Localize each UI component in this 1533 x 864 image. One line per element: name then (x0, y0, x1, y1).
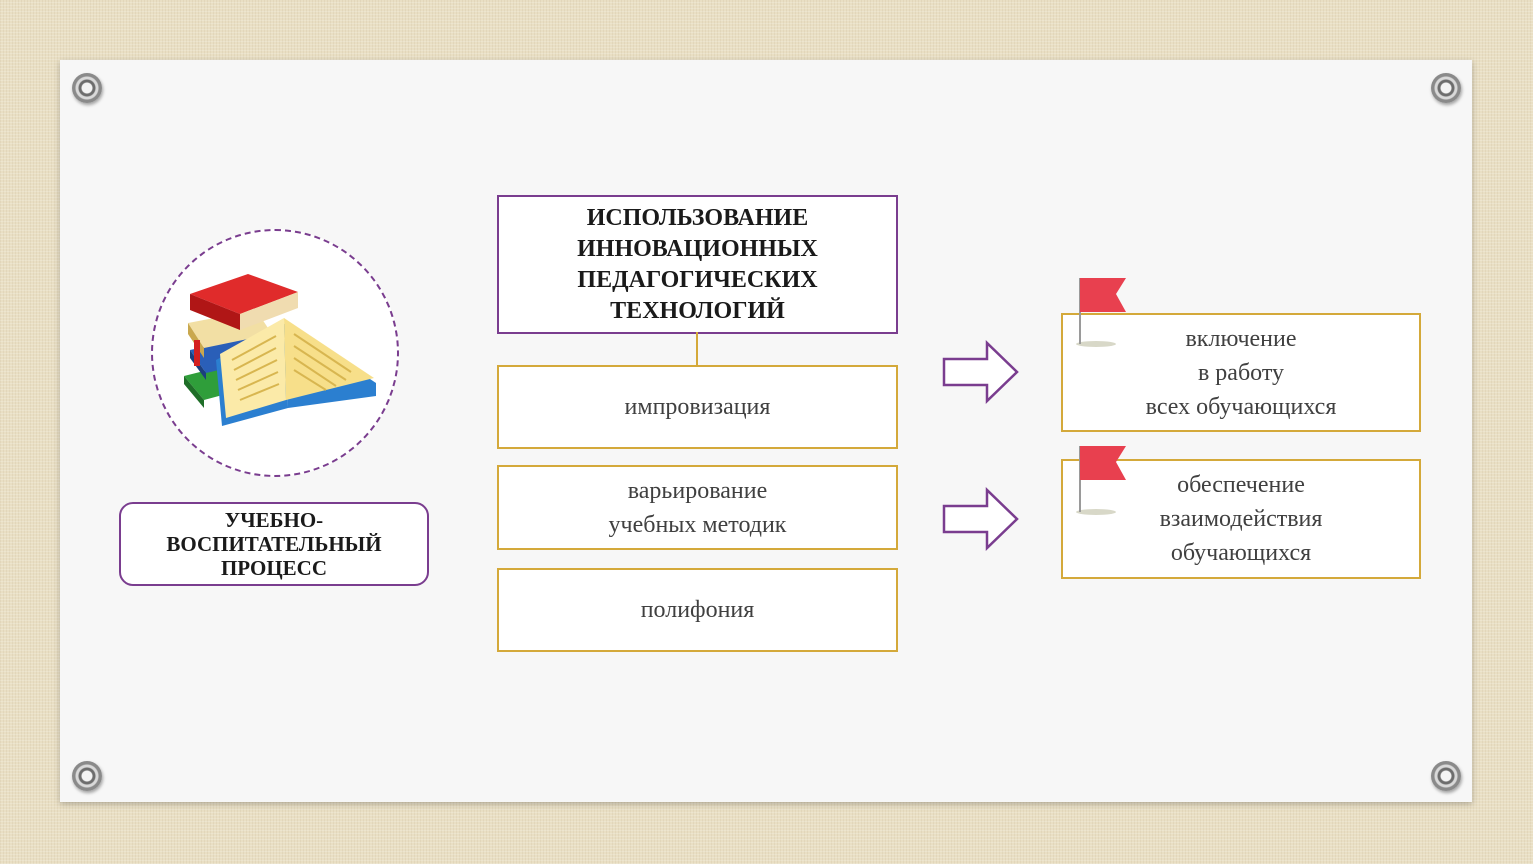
rivet-icon (1431, 761, 1461, 791)
arrow-right-icon (942, 487, 1019, 551)
books-icon (184, 274, 376, 426)
flag-icon (1076, 446, 1126, 515)
method-label: импровизация (624, 394, 771, 420)
result-box-interaction: обеспечение взаимодействия обучающихся (1061, 459, 1421, 579)
technologies-title-box: ИСПОЛЬЗОВАНИЕ ИННОВАЦИОННЫХ ПЕДАГОГИЧЕСК… (497, 195, 898, 334)
rivet-icon (1431, 73, 1461, 103)
rivet-icon (72, 761, 102, 791)
arrow-right-icon (942, 340, 1019, 404)
method-box-improvisation: импровизация (497, 365, 898, 449)
method-box-polyphony: полифония (497, 568, 898, 652)
process-label: УЧЕБНО- ВОСПИТАТЕЛЬНЫЙ ПРОЦЕСС (166, 508, 382, 580)
result-label: обеспечение взаимодействия обучающихся (1159, 472, 1323, 566)
educational-process-box: УЧЕБНО- ВОСПИТАТЕЛЬНЫЙ ПРОЦЕСС (119, 502, 429, 586)
result-label: включение в работу всех обучающихся (1145, 325, 1337, 420)
title-connector-line (696, 332, 698, 365)
rivet-icon (72, 73, 102, 103)
result-box-involvement: включение в работу всех обучающихся (1061, 313, 1421, 432)
method-label: варьирование учебных методик (608, 477, 787, 538)
flag-icon (1076, 278, 1126, 347)
technologies-title: ИСПОЛЬЗОВАНИЕ ИННОВАЦИОННЫХ ПЕДАГОГИЧЕСК… (577, 204, 818, 324)
method-label: полифония (640, 597, 755, 623)
method-box-variation: варьирование учебных методик (497, 465, 898, 550)
